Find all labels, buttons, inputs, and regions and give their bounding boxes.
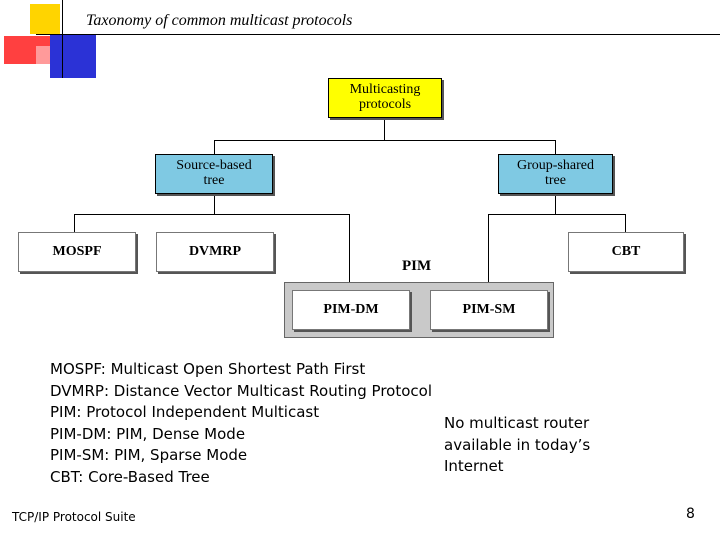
note-line: available in today’s	[444, 435, 591, 454]
note-line: Internet	[444, 457, 504, 476]
connector	[625, 214, 626, 232]
connector	[214, 194, 215, 214]
abbreviation-legend: MOSPF: Multicast Open Shortest Path Firs…	[50, 359, 432, 489]
note-line: No multicast router	[444, 414, 590, 432]
corner-yellow-square	[30, 4, 60, 34]
connector	[214, 140, 215, 154]
connector	[384, 118, 385, 140]
connector	[555, 194, 556, 214]
note-text: No multicast router available in today’s…	[444, 413, 590, 478]
cbt-box: CBT	[568, 232, 684, 272]
connector	[349, 214, 350, 282]
mospf-box: MOSPF	[18, 232, 136, 272]
page-number: 8	[686, 506, 695, 522]
page-title: Taxonomy of common multicast protocols	[86, 12, 353, 29]
legend-line: CBT: Core-Based Tree	[50, 467, 210, 486]
title-underline	[36, 34, 720, 35]
legend-line: PIM-SM: PIM, Sparse Mode	[50, 446, 248, 465]
group-shared-tree-box: Group-shared tree	[498, 154, 613, 194]
corner-pink-square	[36, 46, 50, 64]
connector	[214, 140, 556, 141]
pim-dm-box: PIM-DM	[292, 290, 410, 330]
connector	[488, 214, 489, 282]
legend-line: MOSPF: Multicast Open Shortest Path Firs…	[50, 360, 366, 378]
connector	[488, 214, 626, 215]
pim-sm-box: PIM-SM	[430, 290, 548, 330]
connector	[74, 214, 75, 232]
connector	[74, 214, 350, 215]
dvmrp-box: DVMRP	[156, 232, 274, 272]
source-based-tree-box: Source-based tree	[155, 154, 273, 194]
footer-text: TCP/IP Protocol Suite	[12, 510, 136, 524]
legend-line: PIM: Protocol Independent Multicast	[50, 403, 320, 422]
corner-blue-square	[50, 34, 96, 78]
title-vertical-line	[62, 0, 63, 78]
pim-label: PIM	[402, 258, 432, 274]
multicasting-protocols-box: Multicasting protocols	[328, 78, 442, 118]
legend-line: PIM-DM: PIM, Dense Mode	[50, 424, 246, 443]
connector	[555, 140, 556, 154]
legend-line: DVMRP: Distance Vector Multicast Routing…	[50, 381, 432, 400]
